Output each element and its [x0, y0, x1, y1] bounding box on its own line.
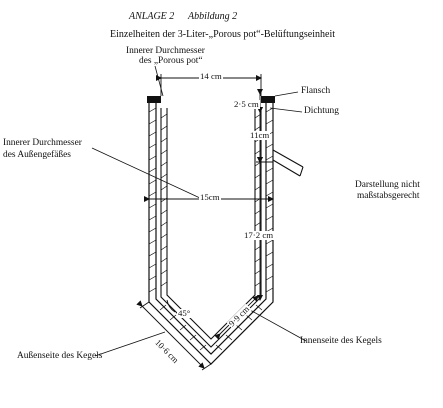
flange-right [261, 96, 275, 103]
figure-title: Einzelheiten der 3-Liter-„Porous pot“-Be… [110, 29, 336, 40]
cone-outer-side-label: Außenseite des Kegels [17, 351, 103, 361]
cone-angle-value: 45° [177, 308, 192, 319]
wall-hatching [148, 107, 274, 351]
upper-height-value: 11cm [249, 130, 271, 141]
figure-label: Abbildung 2 [188, 11, 238, 22]
outer-vessel-diameter-label-1: Innerer Durchmesser [3, 138, 82, 148]
dimension-lines [136, 74, 274, 371]
inner-pot-diameter-label-2: des „Porous pot“ [139, 56, 203, 66]
not-to-scale-note-1: Darstellung nicht [355, 180, 420, 190]
outer-vessel-diameter-value: 15cm [199, 192, 221, 203]
flange-gap-value: 2·5 cm [233, 99, 260, 110]
inner-pot-diameter-label-1: Innerer Durchmesser [126, 46, 205, 56]
flange-label: Flansch [301, 86, 331, 96]
flange-left [147, 96, 161, 103]
cone-inner-side-label: Innenseite des Kegels [300, 336, 382, 346]
side-outlet-pipe [272, 149, 304, 177]
leader-lines [91, 65, 307, 357]
annex-label: ANLAGE 2 [129, 11, 175, 22]
inner-pot-diameter-value: 14 cm [199, 71, 223, 82]
seal-label: Dichtung [304, 106, 339, 116]
outer-vessel-diameter-label-2: des Außengefäßes [3, 150, 71, 160]
not-to-scale-note-2: maßstabsgerecht [357, 191, 420, 201]
lower-height-value: 17·2 cm [243, 230, 275, 241]
